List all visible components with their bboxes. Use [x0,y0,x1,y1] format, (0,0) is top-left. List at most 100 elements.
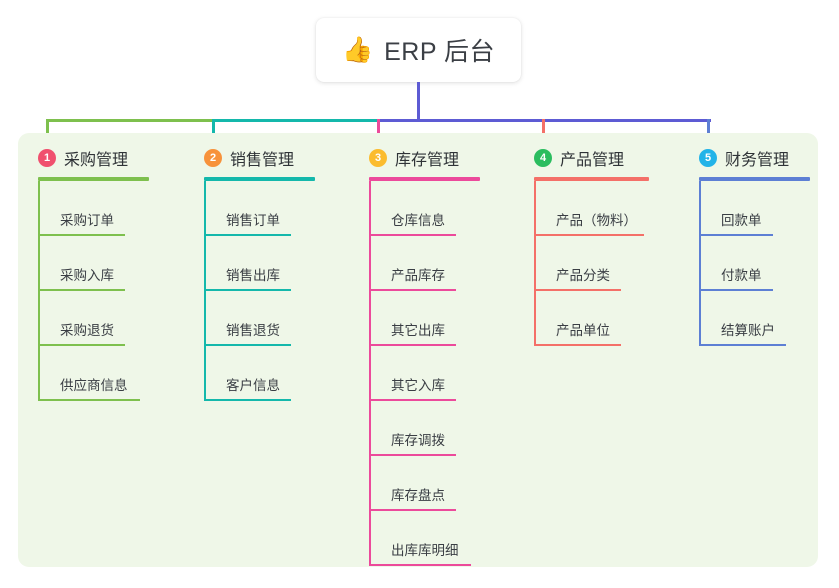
branch-column-5[interactable]: 5 财务管理回款单付款单结算账户 [699,146,817,346]
branch-column-3[interactable]: 3 库存管理仓库信息产品库存其它出库其它入库库存调拨库存盘点出库库明细 [369,146,487,566]
branch-item-label: 产品单位 [556,323,610,338]
branch-item-underline [204,399,291,401]
thumbs-up-icon: 👍 [341,35,374,64]
branch-item[interactable]: 销售出库 [204,236,322,291]
branch-column-2[interactable]: 2 销售管理销售订单销售出库销售退货客户信息 [204,146,322,401]
branch-header-5[interactable]: 5 财务管理 [699,146,817,170]
branch-item[interactable]: 仓库信息 [369,181,487,236]
branch-item-underline [369,399,456,401]
branch-item[interactable]: 库存盘点 [369,456,487,511]
branch-item-underline [204,344,291,346]
branch-item[interactable]: 供应商信息 [38,346,156,401]
branch-item-label: 库存调拨 [391,433,445,448]
branch-header-2[interactable]: 2 销售管理 [204,146,322,170]
branch-badge-1: 1 [38,149,56,167]
branch-title-1: 采购管理 [64,152,129,169]
branch-items-5: 回款单付款单结算账户 [699,181,817,346]
branch-badge-5: 5 [699,149,717,167]
branch-column-1[interactable]: 1 采购管理采购订单采购入库采购退货供应商信息 [38,146,156,401]
branch-item[interactable]: 采购退货 [38,291,156,346]
branch-title-5: 财务管理 [725,152,790,169]
branch-header-3[interactable]: 3 库存管理 [369,146,487,170]
branch-item-underline [369,234,456,236]
branch-badge-3: 3 [369,149,387,167]
branch-item[interactable]: 采购订单 [38,181,156,236]
branch-item[interactable]: 结算账户 [699,291,817,346]
branch-badge-2: 2 [204,149,222,167]
branch-underline-2 [204,177,315,181]
branch-item[interactable]: 客户信息 [204,346,322,401]
branch-item-label: 仓库信息 [391,213,445,228]
branch-spine-1 [38,181,40,401]
branch-item-underline [369,564,471,566]
branch-item-underline [699,344,786,346]
branch-item-label: 产品分类 [556,268,610,283]
branch-item-label: 产品（物料） [556,213,637,228]
branch-item-label: 回款单 [721,213,762,228]
branch-item-label: 采购退货 [60,323,114,338]
branch-item-underline [534,234,644,236]
branch-item-label: 销售出库 [226,268,280,283]
branch-item-label: 销售退货 [226,323,280,338]
branch-underline-3 [369,177,480,181]
connector-bar-green [47,119,215,122]
branch-item[interactable]: 产品单位 [534,291,658,346]
branch-item-label: 采购入库 [60,268,114,283]
branch-item[interactable]: 产品库存 [369,236,487,291]
branch-item-underline [369,289,456,291]
branch-item[interactable]: 产品分类 [534,236,658,291]
branch-item-underline [204,289,291,291]
branch-item-label: 其它出库 [391,323,445,338]
branch-title-4: 产品管理 [560,152,625,169]
branch-badge-4: 4 [534,149,552,167]
branch-item[interactable]: 库存调拨 [369,401,487,456]
branch-header-4[interactable]: 4 产品管理 [534,146,658,170]
branch-item-label: 供应商信息 [60,378,128,393]
branch-item[interactable]: 其它出库 [369,291,487,346]
branch-item-label: 客户信息 [226,378,280,393]
branch-underline-5 [699,177,810,181]
branch-title-2: 销售管理 [230,152,295,169]
branch-spine-5 [699,181,701,346]
branch-items-2: 销售订单销售出库销售退货客户信息 [204,181,322,401]
branch-spine-4 [534,181,536,346]
branch-item-label: 销售订单 [226,213,280,228]
branch-item[interactable]: 付款单 [699,236,817,291]
branch-item[interactable]: 其它入库 [369,346,487,401]
branch-item-underline [699,234,773,236]
branch-item-label: 采购订单 [60,213,114,228]
branch-item[interactable]: 回款单 [699,181,817,236]
branch-column-4[interactable]: 4 产品管理产品（物料） 产品分类产品单位 [534,146,658,346]
branch-item-underline [369,509,456,511]
branch-item[interactable]: 采购入库 [38,236,156,291]
branches-panel [18,133,818,567]
branch-underline-1 [38,177,149,181]
branch-header-1[interactable]: 1 采购管理 [38,146,156,170]
root-node[interactable]: 👍 ERP 后台 [316,18,521,82]
branch-item[interactable]: 出库库明细 [369,511,487,566]
branch-item-label: 付款单 [721,268,762,283]
branch-item-underline [38,399,140,401]
branch-item[interactable]: 产品（物料） [534,181,658,236]
branch-item-label: 结算账户 [721,323,775,338]
branch-item-label: 其它入库 [391,378,445,393]
connector-trunk [417,82,420,122]
branch-item-underline [38,234,125,236]
branch-items-1: 采购订单采购入库采购退货供应商信息 [38,181,156,401]
branch-item-label: 库存盘点 [391,488,445,503]
branch-items-4: 产品（物料） 产品分类产品单位 [534,181,658,346]
branch-item[interactable]: 销售订单 [204,181,322,236]
branch-items-3: 仓库信息产品库存其它出库其它入库库存调拨库存盘点出库库明细 [369,181,487,566]
branch-item-underline [534,344,621,346]
branch-title-3: 库存管理 [395,152,460,169]
branch-item[interactable]: 销售退货 [204,291,322,346]
root-title: ERP 后台 [384,38,496,66]
branch-item-underline [38,344,125,346]
branch-item-label: 出库库明细 [391,543,459,558]
branch-item-underline [204,234,291,236]
branch-item-underline [38,289,125,291]
connector-bar-teal [213,119,380,122]
branch-spine-2 [204,181,206,401]
branch-item-underline [534,289,621,291]
